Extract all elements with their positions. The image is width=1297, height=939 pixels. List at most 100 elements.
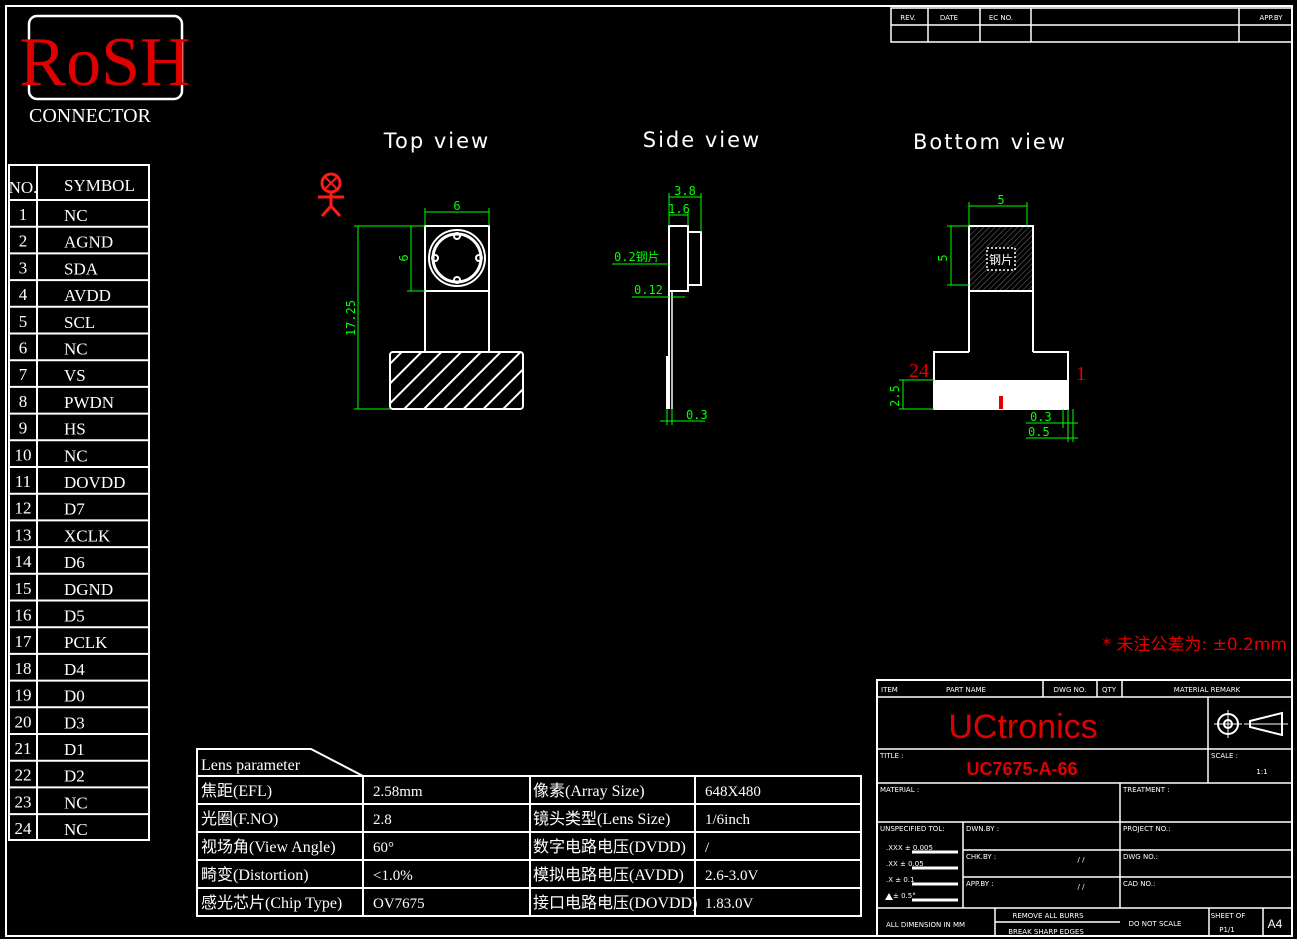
- pin-row-no: 15: [15, 579, 32, 598]
- pin-row-no: 17: [15, 632, 33, 651]
- tb-tol1: .XXX ± 0.005: [886, 844, 933, 852]
- pin-row-symbol: DGND: [64, 580, 113, 599]
- pin-header-no: NO.: [9, 178, 38, 197]
- top-dim-height: 6: [397, 254, 411, 261]
- pin-row-symbol: NC: [64, 340, 88, 359]
- bottom-dim-width: 5: [997, 193, 1004, 207]
- pin-header-symbol: SYMBOL: [64, 176, 135, 195]
- tb-title-label: TITLE :: [879, 752, 904, 760]
- tb-dwg-no2: DWG NO.:: [1123, 853, 1158, 861]
- pin-row-symbol: XCLK: [64, 526, 111, 545]
- pin-row-symbol: D3: [64, 713, 85, 732]
- pin-row-symbol: SCL: [64, 313, 95, 332]
- pin-row-symbol: D2: [64, 767, 85, 786]
- lens-param-value: 1.83.0V: [705, 896, 754, 912]
- pin-row-symbol: VS: [64, 366, 86, 385]
- lens-param-value: /: [705, 840, 710, 856]
- tb-part-name: PART NAME: [946, 686, 986, 694]
- rev-col-date: DATE: [940, 14, 958, 22]
- pin-row-symbol: HS: [64, 420, 86, 439]
- pin-row-no: 22: [15, 766, 32, 785]
- tolerance-note: * 未注公差为: ±0.2mm: [1103, 635, 1287, 655]
- lens-param-value: 1/6inch: [705, 812, 750, 828]
- lens-param-label: 镜头类型(Lens Size): [533, 809, 670, 828]
- side-dim-stiffener: 0.2钢片: [614, 250, 660, 264]
- lens-param-label: 数字电路电压(DVDD): [533, 838, 686, 856]
- pin-row-no: 9: [19, 419, 28, 438]
- tb-chk-by: CHK.BY :: [966, 853, 996, 861]
- tb-tol-label: UNSPECIFIED TOL:: [880, 825, 945, 833]
- pin-row-symbol: DOVDD: [64, 473, 125, 492]
- pin-row-symbol: NC: [64, 820, 88, 839]
- side-dim-thickness: 3.8: [674, 184, 696, 198]
- side-dim-lens: 1.6: [668, 202, 690, 216]
- pin-row-no: 23: [15, 792, 32, 811]
- tb-remove-burrs: REMOVE ALL BURRS: [1012, 912, 1084, 920]
- pin-row-symbol: NC: [64, 793, 88, 812]
- rohs-person-icon: [318, 172, 344, 218]
- pin-row-no: 21: [15, 739, 32, 758]
- tb-no-scale: DO NOT SCALE: [1129, 920, 1182, 928]
- tb-treatment-label: TREATMENT :: [1122, 786, 1170, 794]
- side-dim-fpc: 0.12: [634, 283, 663, 297]
- side-dim-tail: 0.3: [686, 408, 708, 422]
- bottom-stiffener-label: 钢片: [989, 253, 1013, 267]
- lens-param-label: 像素(Array Size): [533, 782, 645, 800]
- pin-row-no: 4: [19, 285, 28, 304]
- rev-col-rev: REV.: [900, 14, 915, 22]
- pin-row-no: 19: [15, 686, 32, 705]
- bottom-pin-24: 24: [909, 360, 929, 382]
- pin-row-no: 5: [19, 312, 28, 331]
- side-view-title: Side view: [643, 128, 761, 152]
- pin-row-symbol: AVDD: [64, 286, 111, 305]
- tb-qty: QTY: [1102, 686, 1117, 694]
- pin-row-no: 3: [19, 258, 28, 277]
- tb-cad-no: CAD NO.:: [1123, 880, 1155, 888]
- tb-app-by: APP.BY :: [966, 880, 994, 888]
- side-view-drawing: 3.8 1.6 0.2钢片 0.12 0.3: [612, 184, 708, 425]
- pin-row-no: 6: [19, 339, 28, 358]
- logo-brand: RoSH: [19, 24, 190, 101]
- projection-symbol-icon: [1214, 710, 1288, 738]
- lens-table-title: Lens parameter: [201, 757, 301, 774]
- tb-app-date: / /: [1078, 883, 1086, 891]
- lens-param-value: 2.6-3.0V: [705, 868, 758, 884]
- tb-material-label: MATERIAL :: [880, 786, 919, 794]
- tb-dwg-no: DWG NO.: [1054, 686, 1087, 694]
- lens-param-label: 模拟电路电压(AVDD): [533, 866, 684, 884]
- tb-item: ITEM: [881, 686, 898, 694]
- pin-row-no: 16: [15, 606, 32, 625]
- tb-tol3: .X ± 0.1: [886, 876, 914, 884]
- tb-scale: 1:1: [1256, 768, 1267, 776]
- pin-row-symbol: NC: [64, 446, 88, 465]
- tb-dwn-by: DWN.BY :: [966, 825, 999, 833]
- tb-project-no: PROJECT NO.:: [1123, 825, 1171, 833]
- pin-row-symbol: D4: [64, 660, 85, 679]
- tb-break-edges: BREAK SHARP EDGES: [1008, 928, 1084, 936]
- lens-param-value: 60°: [373, 840, 394, 856]
- pin-row-symbol: D6: [64, 553, 85, 572]
- tb-tol2: .XX ± 0.05: [886, 860, 924, 868]
- tb-size: A4: [1268, 917, 1283, 931]
- top-dim-total: 17.25: [344, 300, 358, 336]
- bottom-dim-height: 5: [936, 254, 950, 261]
- lens-param-label: 焦距(EFL): [201, 782, 272, 800]
- lens-param-value: <1.0%: [373, 868, 413, 884]
- lens-param-value: OV7675: [373, 896, 425, 912]
- bottom-view-title: Bottom view: [913, 130, 1067, 154]
- pin-row-symbol: D7: [64, 500, 85, 519]
- lens-param-value: 648X480: [705, 784, 761, 800]
- top-view-drawing: 6 6 17.25: [344, 199, 524, 410]
- tb-scale-label: SCALE :: [1211, 752, 1238, 760]
- pin-row-no: 24: [15, 819, 33, 838]
- bottom-dim-pitch: 0.3: [1030, 410, 1052, 424]
- pin-row-symbol: D5: [64, 607, 85, 626]
- pin-row-no: 18: [15, 659, 32, 678]
- lens-param-label: 畸变(Distortion): [201, 866, 309, 884]
- lens-param-value: 2.8: [373, 812, 392, 828]
- title-block: ITEM PART NAME DWG NO. QTY MATERIAL REMA…: [876, 679, 1293, 937]
- company-name: UCtronics: [948, 708, 1097, 746]
